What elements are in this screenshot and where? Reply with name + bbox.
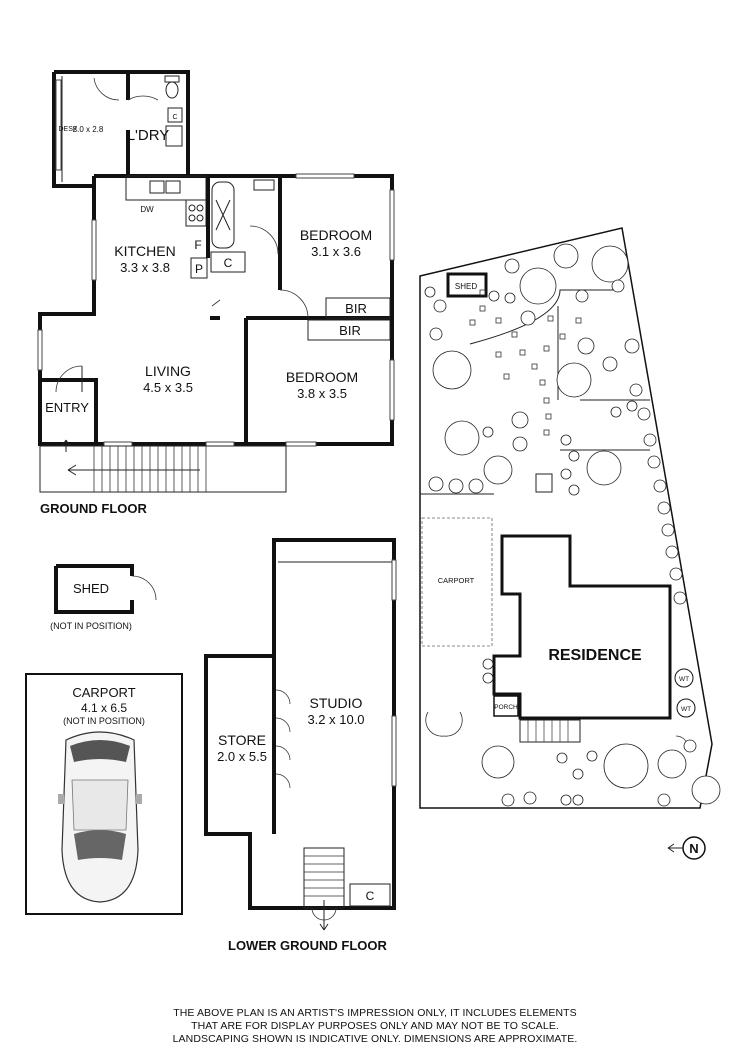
dishwasher-label: DW (140, 205, 154, 214)
laundry-cupboard-label: C (172, 114, 177, 121)
car-icon (58, 731, 142, 903)
living-dims-label: 4.5 x 3.5 (143, 380, 193, 395)
kitchen-label: KITCHEN (114, 243, 175, 259)
bedroom-2-label: BEDROOM (286, 369, 358, 385)
studio-cupboard-label: C (366, 889, 375, 903)
residence-label: RESIDENCE (548, 647, 642, 664)
entry-label: ENTRY (45, 400, 89, 415)
bir-1-label: BIR (345, 301, 367, 316)
north-arrow-icon (667, 843, 683, 853)
cupboard-label: C (224, 256, 233, 270)
water-tank-1-label: WT (679, 676, 689, 683)
desk-label: DESK (58, 126, 77, 133)
bedroom-1-label: BEDROOM (300, 227, 372, 243)
landscaping (424, 243, 721, 807)
carport-dims-label: 4.1 x 6.5 (81, 701, 127, 715)
bedroom-2-dims-label: 3.8 x 3.5 (297, 386, 347, 401)
pantry-label: P (195, 262, 203, 276)
carport-label: CARPORT (72, 685, 135, 700)
bedroom-1-dims-label: 3.1 x 3.6 (311, 244, 361, 259)
fridge-label: F (194, 238, 201, 252)
studio-label: STUDIO (310, 695, 363, 711)
bir-2-label: BIR (339, 323, 361, 338)
north-label: N (689, 841, 698, 856)
laundry-label: L'DRY (127, 127, 170, 144)
store-label: STORE (218, 732, 266, 748)
water-tank-2-label: WT (681, 706, 691, 713)
shed-plan: SHED (NOT IN POSITION) (50, 564, 157, 631)
shed-label: SHED (73, 581, 109, 596)
carport-plan: CARPORT 4.1 x 6.5 (NOT IN POSITION) (25, 673, 183, 915)
site-plan: SHED CARPORT RESIDENCE PORCH WT WT (419, 227, 721, 860)
disclaimer-line-3: LANDSCAPING SHOWN IS INDICATIVE ONLY. DI… (172, 1033, 578, 1045)
disclaimer-line-1: THE ABOVE PLAN IS AN ARTIST'S IMPRESSION… (173, 1007, 577, 1019)
ground-floor-heading: GROUND FLOOR (40, 501, 147, 516)
lower-ground-floor-plan: C STUDIO 3.2 x 10.0 STORE 2.0 x 5.5 LOWE… (204, 538, 397, 953)
site-carport-label: CARPORT (438, 576, 475, 585)
store-dims-label: 2.0 x 5.5 (217, 749, 267, 764)
disclaimer-line-2: THAT ARE FOR DISPLAY PURPOSES ONLY AND M… (191, 1020, 559, 1032)
desk-dims-label: 2.0 x 2.8 (73, 125, 104, 134)
shed-note: (NOT IN POSITION) (50, 621, 132, 631)
porch-label: PORCH (494, 704, 518, 711)
site-shed-label: SHED (455, 282, 477, 291)
studio-dims-label: 3.2 x 10.0 (307, 712, 364, 727)
ground-floor-plan: C DW F P C BIR (37, 70, 395, 516)
carport-note: (NOT IN POSITION) (63, 716, 145, 726)
kitchen-dims-label: 3.3 x 3.8 (120, 260, 170, 275)
lower-ground-floor-heading: LOWER GROUND FLOOR (228, 938, 387, 953)
living-label: LIVING (145, 363, 191, 379)
